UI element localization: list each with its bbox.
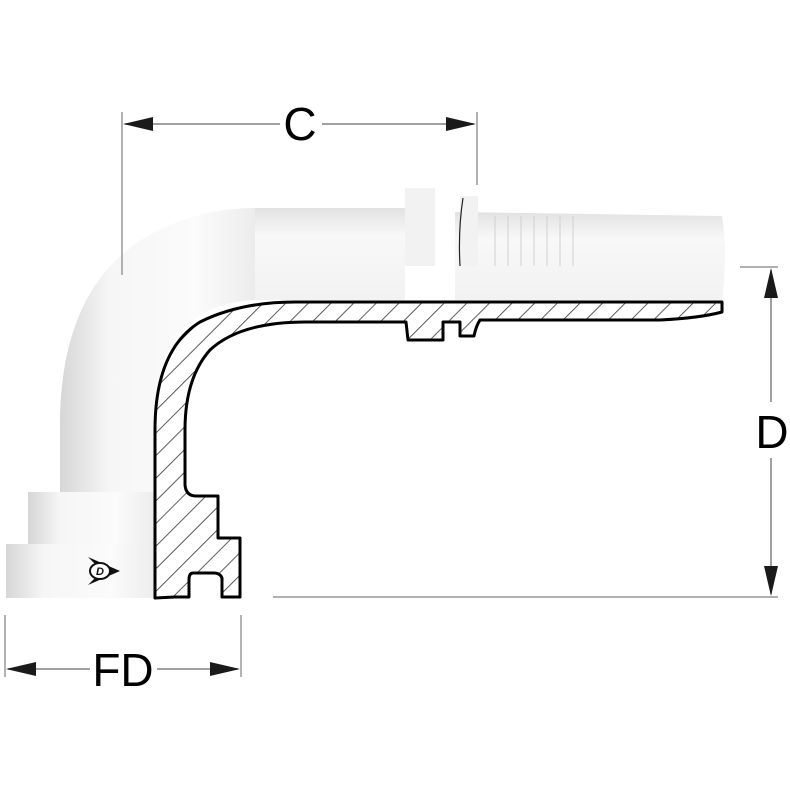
arrow-up-icon xyxy=(764,268,778,298)
arrow-left-icon xyxy=(6,662,36,676)
cutaway-section xyxy=(153,300,724,600)
svg-text:D: D xyxy=(96,566,104,578)
fitting-body xyxy=(6,188,725,598)
arrow-right-icon xyxy=(210,662,240,676)
dimension-label-d: D xyxy=(755,406,788,458)
arrow-left-icon xyxy=(123,117,153,131)
dimension-d: D xyxy=(273,266,789,598)
dimension-fd: FD xyxy=(4,615,242,696)
dimension-label-fd: FD xyxy=(92,644,153,696)
dunlop-d-arrow-icon: D xyxy=(88,557,120,585)
arrow-right-icon xyxy=(446,117,476,131)
dimension-label-c: C xyxy=(283,98,316,150)
dimension-c: C xyxy=(121,98,478,275)
arrow-down-icon xyxy=(764,566,778,596)
